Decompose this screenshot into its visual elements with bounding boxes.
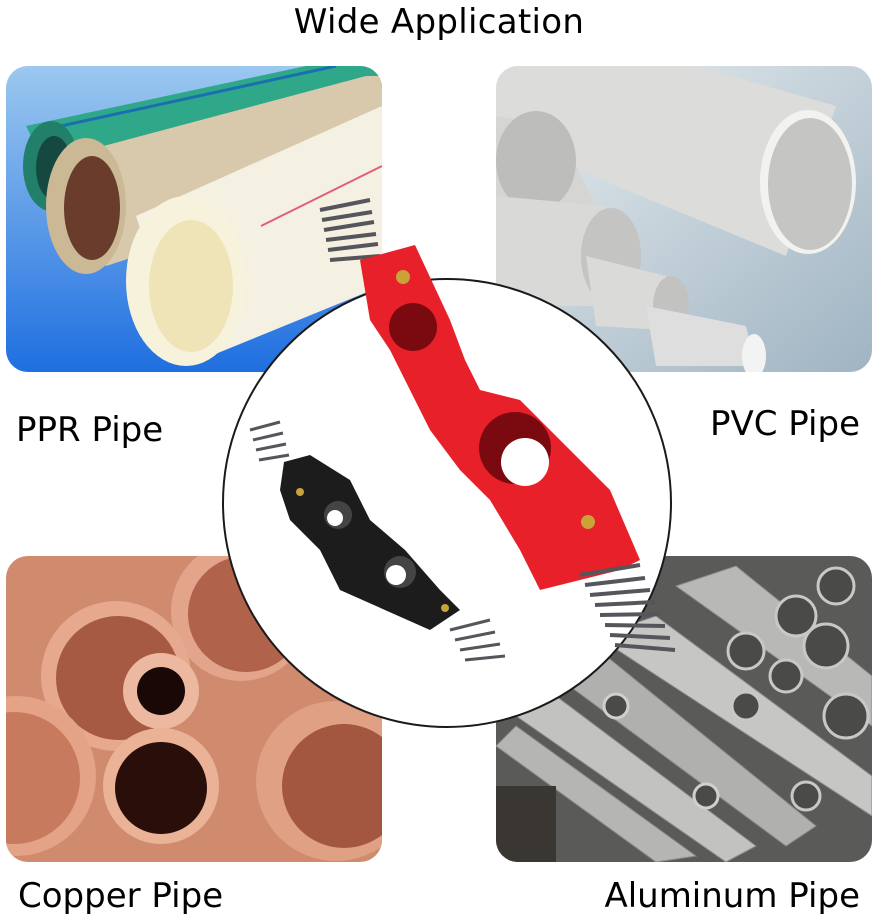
page-title: Wide Application — [293, 2, 585, 42]
brush-icon — [319, 198, 381, 262]
pvc-pipe-label: PVC Pipe — [709, 404, 860, 444]
aluminum-pipe-label: Aluminum Pipe — [604, 876, 860, 916]
product-tools — [220, 190, 690, 730]
ppr-pipe-image — [6, 66, 382, 372]
copper-pipe-label: Copper Pipe — [18, 876, 224, 916]
ppr-pipe-label: PPR Pipe — [16, 410, 164, 450]
pvc-pipe-image — [496, 66, 872, 372]
